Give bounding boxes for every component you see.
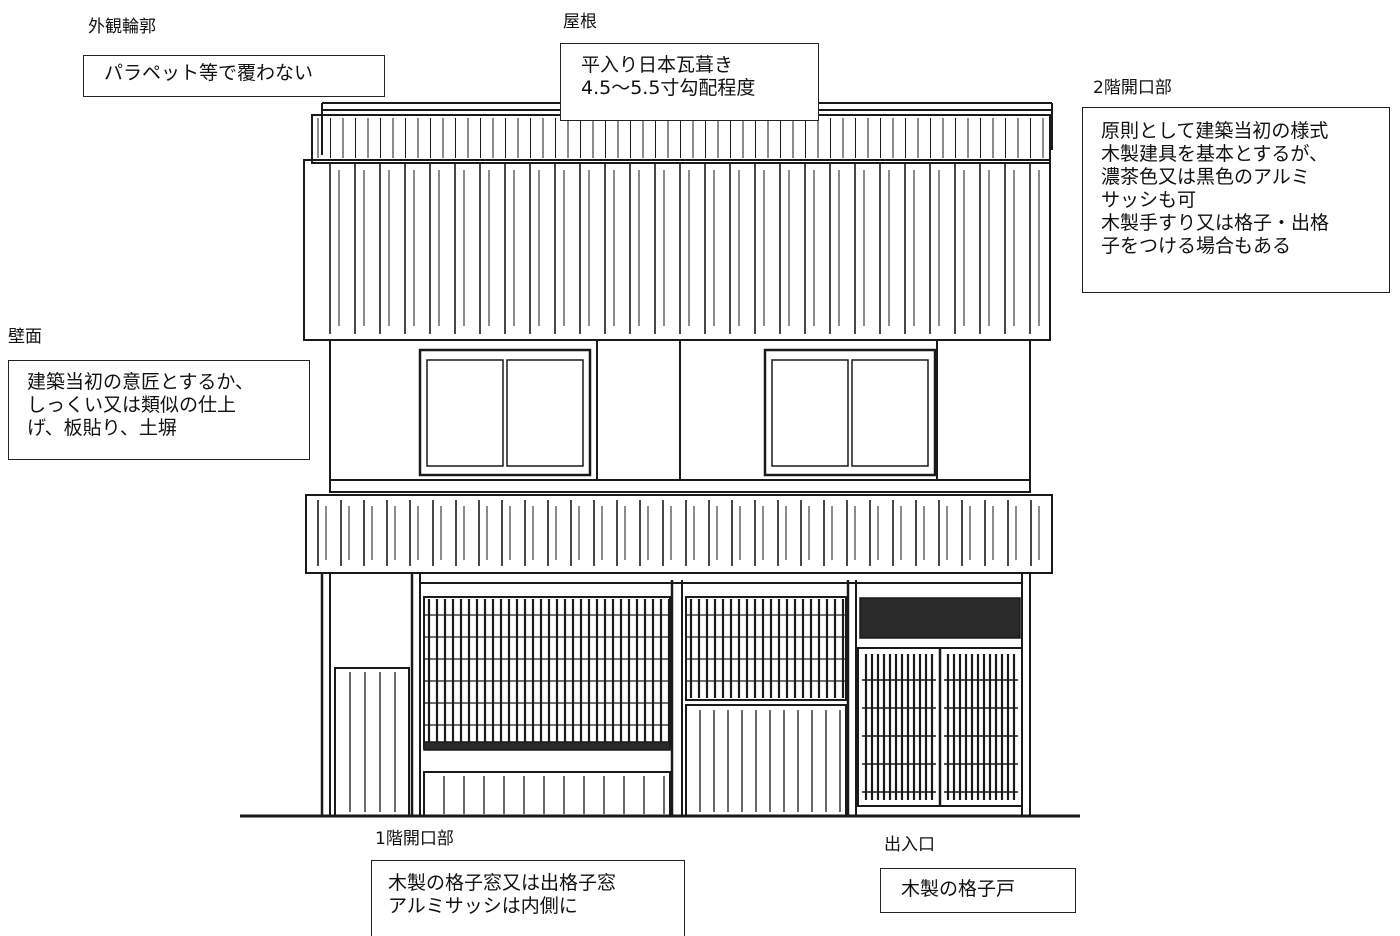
lower-eave-roof bbox=[305, 494, 1053, 574]
lattice-base-panel bbox=[423, 771, 671, 817]
entrance-heading: 出入口 bbox=[884, 835, 935, 855]
upper-openings-note-line: 木製建具を基本とするが、 bbox=[1101, 143, 1329, 165]
upper-window-sash bbox=[851, 359, 929, 467]
wood-panel-right bbox=[685, 704, 847, 817]
upper-openings-heading: 2階開口部 bbox=[1093, 78, 1172, 98]
roof-note-line: 平入り日本瓦葺き bbox=[581, 54, 734, 76]
roof-face bbox=[303, 159, 1051, 341]
outline-note-line: パラペット等で覆わない bbox=[104, 62, 314, 84]
upper-openings-note-line: 原則として建築当初の様式 bbox=[1101, 120, 1329, 142]
walls-note-line: げ、板貼り、土塀 bbox=[27, 417, 177, 439]
roof-note-line: 4.5～5.5寸勾配程度 bbox=[581, 77, 756, 99]
upper-roof bbox=[303, 102, 1053, 341]
walls-note-box: 建築当初の意匠とするか、 しっくい又は類似の仕上 げ、板貼り、土塀 bbox=[8, 360, 310, 460]
ground-floor bbox=[320, 573, 1031, 817]
roof-note-box: 平入り日本瓦葺き 4.5～5.5寸勾配程度 bbox=[560, 43, 819, 121]
entrance-note-line: 木製の格子戸 bbox=[901, 878, 1016, 900]
upper-openings-note-line: 子をつける場合もある bbox=[1101, 235, 1292, 257]
upper-floor-wall bbox=[329, 339, 1031, 493]
upper-openings-note-box: 原則として建築当初の様式 木製建具を基本とするが、 濃茶色又は黒色のアルミ サッ… bbox=[1082, 107, 1390, 293]
walls-note-line: 建築当初の意匠とするか、 bbox=[27, 371, 255, 393]
lattice-window-sill bbox=[423, 741, 671, 751]
outline-heading: 外観輪郭 bbox=[88, 17, 156, 37]
wood-panel-left bbox=[334, 667, 410, 817]
upper-openings-note-line: 木製手すり又は格子・出格 bbox=[1101, 212, 1330, 234]
ground-openings-note-line: アルミサッシは内側に bbox=[388, 895, 578, 917]
walls-note-line: しっくい又は類似の仕上 bbox=[27, 394, 237, 416]
walls-heading: 壁面 bbox=[8, 327, 42, 347]
outline-note-box: パラペット等で覆わない bbox=[83, 55, 385, 97]
entrance-note-box: 木製の格子戸 bbox=[880, 868, 1076, 913]
ground-openings-heading: 1階開口部 bbox=[375, 829, 454, 849]
upper-window-frame bbox=[763, 348, 937, 477]
ground-openings-note-line: 木製の格子窓又は出格子窓 bbox=[388, 872, 617, 894]
upper-window-sash bbox=[506, 359, 584, 467]
eave-roof-frame bbox=[305, 494, 1053, 574]
roof-heading: 屋根 bbox=[563, 12, 597, 32]
upper-floor-beam bbox=[329, 479, 1031, 493]
lattice-window-right-frame bbox=[685, 596, 847, 701]
upper-openings-note-line: サッシも可 bbox=[1101, 189, 1197, 211]
entrance-transom bbox=[859, 597, 1021, 639]
upper-window-sash bbox=[426, 359, 504, 467]
upper-openings-note-line: 濃茶色又は黒色のアルミ bbox=[1101, 166, 1310, 188]
upper-window-sash bbox=[771, 359, 849, 467]
upper-window-frame bbox=[418, 348, 592, 477]
ground-openings-note-box: 木製の格子窓又は出格子窓 アルミサッシは内側に bbox=[371, 860, 685, 936]
